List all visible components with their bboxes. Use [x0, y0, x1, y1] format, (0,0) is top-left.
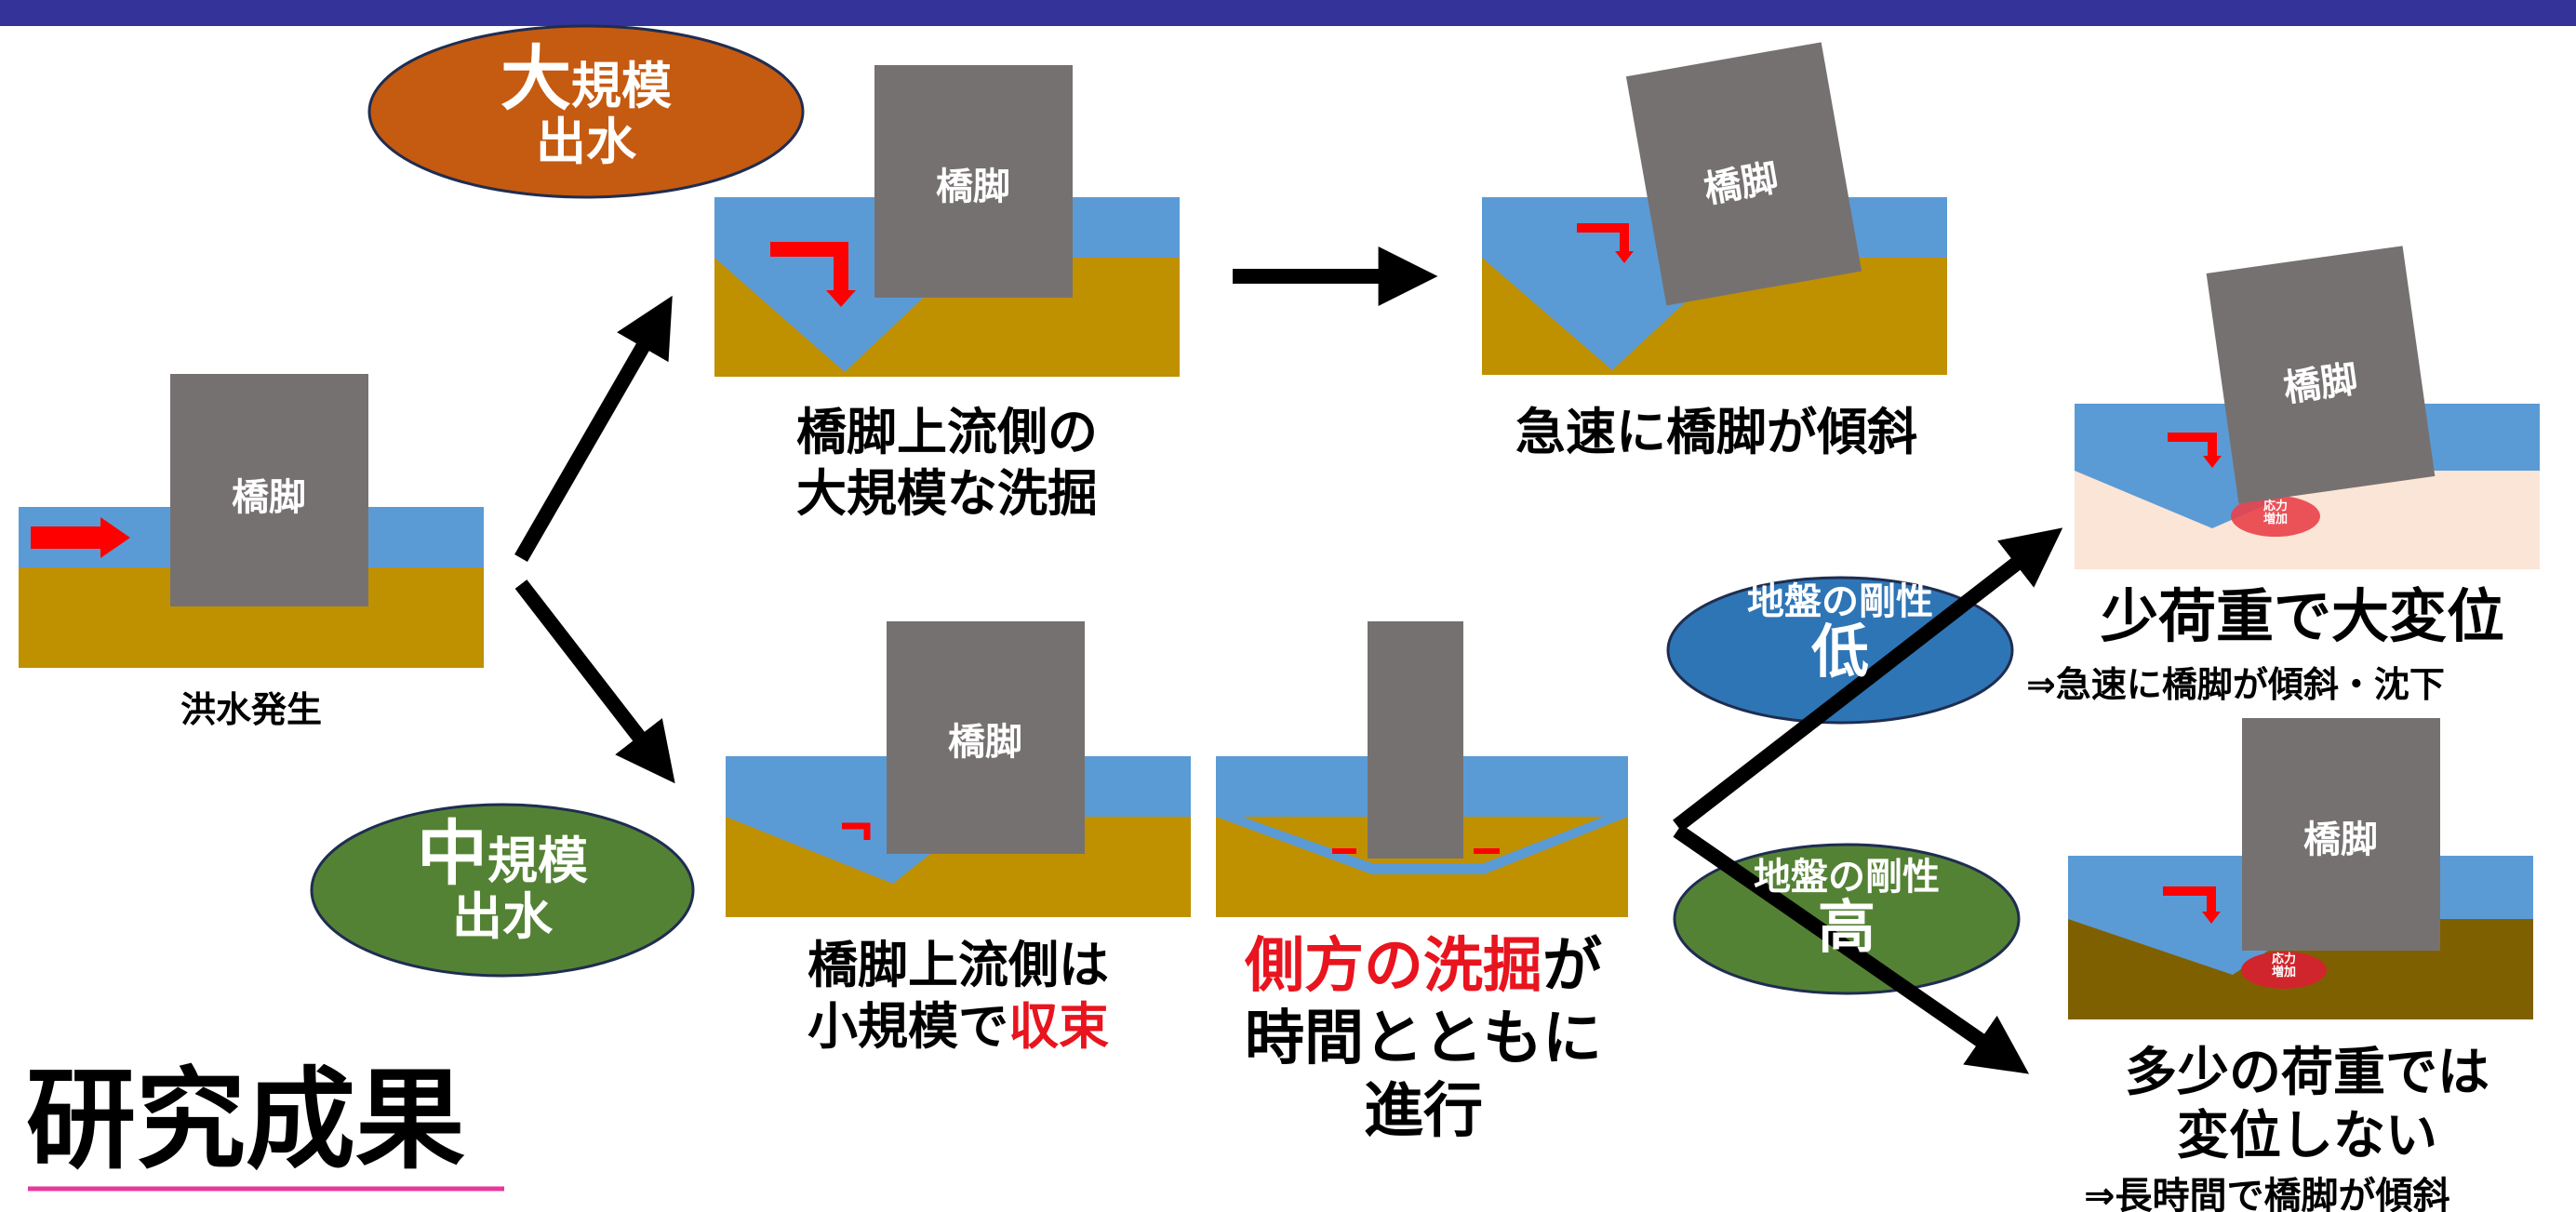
panel-lateral-scour — [1216, 621, 1628, 917]
stress-label: 応力 増加 — [2256, 952, 2312, 980]
scour-arrow-4 — [2168, 433, 2217, 458]
arrow-to-medium — [514, 579, 675, 784]
lateral-line3: 進行 — [1364, 1077, 1483, 1147]
stress-zone — [2231, 496, 2320, 537]
pier-4 — [2206, 246, 2436, 504]
panel-high-stiffness — [2068, 718, 2533, 1019]
lateral-rest: が — [1542, 932, 1602, 1001]
large-suffix: 規模 — [571, 57, 672, 115]
large-flood-label: 大規模 出水 — [447, 42, 726, 168]
scour-arrow-3 — [1577, 223, 1629, 253]
converge-line2b: 収束 — [1008, 996, 1109, 1056]
large-flood-ellipse — [367, 24, 805, 199]
high-line1: 多少の荷重では — [2125, 1043, 2489, 1103]
converge-line1: 橋脚上流側は — [808, 936, 1109, 994]
pier-7 — [2242, 718, 2440, 951]
high-stiffness-label: 地盤の剛性 高 — [1707, 858, 1986, 957]
stiffness-label: 地盤の剛性 — [1754, 856, 1940, 899]
large-prefix: 大 — [501, 37, 571, 120]
scour-arrow-1 — [770, 242, 848, 294]
low-stiffness-ellipse — [1666, 576, 2014, 725]
pier-2 — [874, 65, 1073, 298]
panel-flood-occurrence — [19, 374, 484, 668]
medium-flood-label: 中規模 出水 — [363, 817, 642, 943]
high-outcome-sub: ⇒長時間で橋脚が傾斜 — [2084, 1174, 2576, 1212]
lateral-red: 側方の洗掘 — [1245, 932, 1542, 1001]
pier-label: 橋脚 — [232, 476, 306, 519]
stress-label: 応力 増加 — [2248, 499, 2303, 527]
large-scour-caption: 橋脚上流側の 大規模な洗掘 — [714, 402, 1180, 525]
flood-occurrence-caption: 洪水発生 — [180, 689, 322, 730]
medium-suffix: 規模 — [487, 832, 588, 890]
lateral-scour-caption: 側方の洗掘が 時間とともに 進行 — [1200, 930, 1647, 1148]
high-sub-text: ⇒長時間で橋脚が傾斜 — [2084, 1175, 2450, 1212]
stress-line2: 増加 — [2262, 513, 2288, 527]
medium-converge-caption: 橋脚上流側は 小規模で収束 — [726, 935, 1191, 1058]
arrow-to-large — [514, 295, 673, 562]
header-bar — [0, 0, 2576, 26]
pier-label: 橋脚 — [936, 166, 1010, 208]
low-stiffness-label: 地盤の剛性 低 — [1701, 582, 1980, 682]
low-outcome-title: 少荷重で大変位 — [2100, 582, 2504, 650]
pier-label: 橋脚 — [948, 721, 1022, 764]
large-scour-line1: 橋脚上流側の — [796, 403, 1098, 461]
medium-prefix: 中 — [417, 812, 487, 895]
pier-6 — [1368, 621, 1463, 859]
scour-arrow-7 — [2163, 886, 2216, 913]
stiffness-label: 地盤の剛性 — [1747, 580, 1933, 623]
stress-line1: 応力 — [2262, 499, 2288, 513]
stress-line2: 増加 — [2271, 966, 2296, 980]
pier-5 — [887, 621, 1085, 854]
stress-line1: 応力 — [2271, 952, 2296, 966]
panel-low-stiffness — [2075, 246, 2540, 569]
arrow-to-high-stiffness — [1673, 824, 2030, 1074]
low-outcome-sub: ⇒急速に橋脚が傾斜・沈下 — [2026, 664, 2445, 705]
scour-arrow-5 — [842, 822, 871, 840]
pier-1 — [170, 374, 368, 606]
panel-large-scour — [714, 65, 1180, 377]
outflow-label: 出水 — [536, 112, 636, 171]
medium-flood-ellipse — [310, 803, 695, 978]
lateral-line2: 時間とともに — [1245, 1005, 1602, 1074]
panel-rapid-tilt — [1482, 42, 1947, 375]
large-scour-line2: 大規模な洗掘 — [796, 463, 1098, 523]
outflow-label: 出水 — [452, 886, 553, 946]
rapid-tilt-caption: 急速に橋脚が傾斜 — [1515, 403, 1917, 461]
high-outcome-caption: 多少の荷重では 変位しない — [2047, 1042, 2568, 1169]
results-title: 研究成果 — [26, 1056, 466, 1184]
converge-line2a: 小規模で — [808, 996, 1008, 1056]
arrow-to-low-stiffness — [1673, 527, 2063, 832]
pier-label: 橋脚 — [2303, 819, 2378, 861]
pier-3 — [1625, 42, 1862, 306]
stiffness-high: 高 — [1817, 893, 1875, 961]
panel-medium-converge — [726, 621, 1191, 917]
high-line2: 変位しない — [2177, 1106, 2437, 1167]
stiffness-low: 低 — [1810, 618, 1869, 686]
stress-zone — [2241, 952, 2327, 989]
